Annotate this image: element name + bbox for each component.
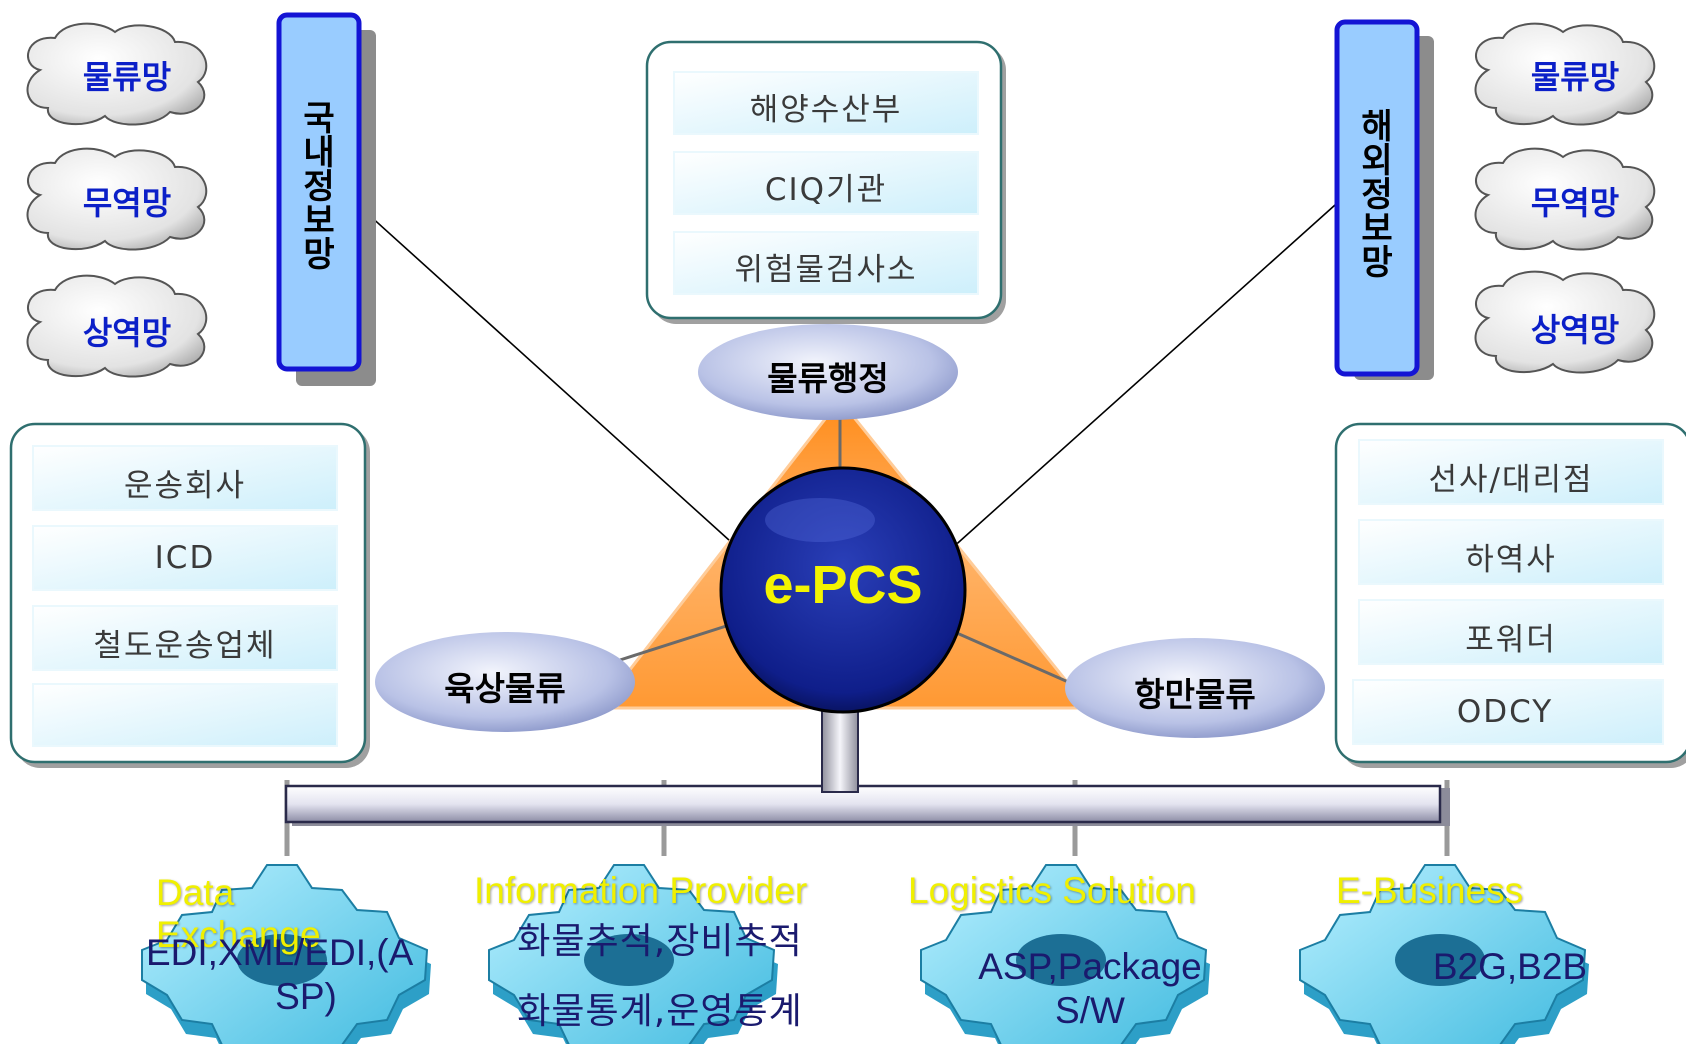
top-cell-3: 위험물검사소 [734, 252, 918, 288]
gear-2-line-1: 화물추적,장비추적 [517, 921, 803, 962]
gear-shapes [141, 864, 1589, 1044]
oval-port [1065, 638, 1325, 738]
gear-2-line-2: 화물통계,운영통계 [517, 991, 803, 1032]
right-cell-4: ODCY [1456, 694, 1554, 730]
cloud-label-logistics-right: 물류망 [1530, 58, 1620, 96]
overseas-network-bar [1334, 19, 1420, 377]
overseas-network-label: 해외정보망 [1361, 107, 1393, 283]
oval-label-inland: 육상물류 [444, 669, 566, 708]
left-cell-2: ICD [154, 540, 216, 576]
right-cell-1: 선사/대리점 [1428, 462, 1594, 498]
core-sphere [719, 466, 967, 714]
core-label: e-PCS [763, 555, 923, 615]
overseas-link-line [949, 204, 1336, 551]
right-cell-3: 포워더 [1465, 622, 1557, 658]
gear-4-line-1: B2G,B2B [1432, 946, 1588, 987]
oval-admin [698, 324, 958, 420]
cloud-label-trade-left: 무역망 [82, 184, 172, 222]
right-cell-2: 하역사 [1465, 542, 1557, 578]
left-cell-3: 철도운송업체 [93, 628, 277, 664]
integration-bus [284, 784, 1442, 824]
domestic-network-bar [276, 12, 362, 372]
cloud-label-commerce-right: 상역망 [1530, 311, 1620, 349]
cloud-label-logistics-left: 물류망 [82, 58, 172, 96]
oval-inland [375, 632, 635, 732]
top-cell-1: 해양수산부 [749, 92, 903, 128]
gear-1-title: Data Exchange [156, 872, 321, 955]
gear-3-line-2: S/W [1055, 990, 1125, 1031]
left-cell-1: 운송회사 [123, 468, 247, 504]
top-cell-2: CIQ기관 [764, 172, 888, 208]
gear-1-line-1: EDI,XML/EDI,(A [146, 932, 414, 973]
gear-3-title: Logistics Solution [908, 870, 1196, 911]
gear-3-line-1: ASP,Package [978, 946, 1202, 987]
oval-label-port: 항만물류 [1134, 675, 1256, 714]
gear-2-title: Information Provider [474, 870, 808, 911]
gear-1-line-2: SP) [275, 976, 337, 1017]
cloud-label-commerce-left: 상역망 [82, 314, 172, 352]
cloud-label-trade-right: 무역망 [1530, 184, 1620, 222]
domestic-link-line [357, 204, 741, 551]
port-companies-box [1334, 422, 1686, 764]
domestic-network-label: 국내정보망 [303, 99, 335, 275]
oval-label-admin: 물류행정 [767, 359, 889, 398]
cloud-shapes [26, 22, 1656, 378]
gear-4-title: E-Business [1336, 870, 1524, 911]
